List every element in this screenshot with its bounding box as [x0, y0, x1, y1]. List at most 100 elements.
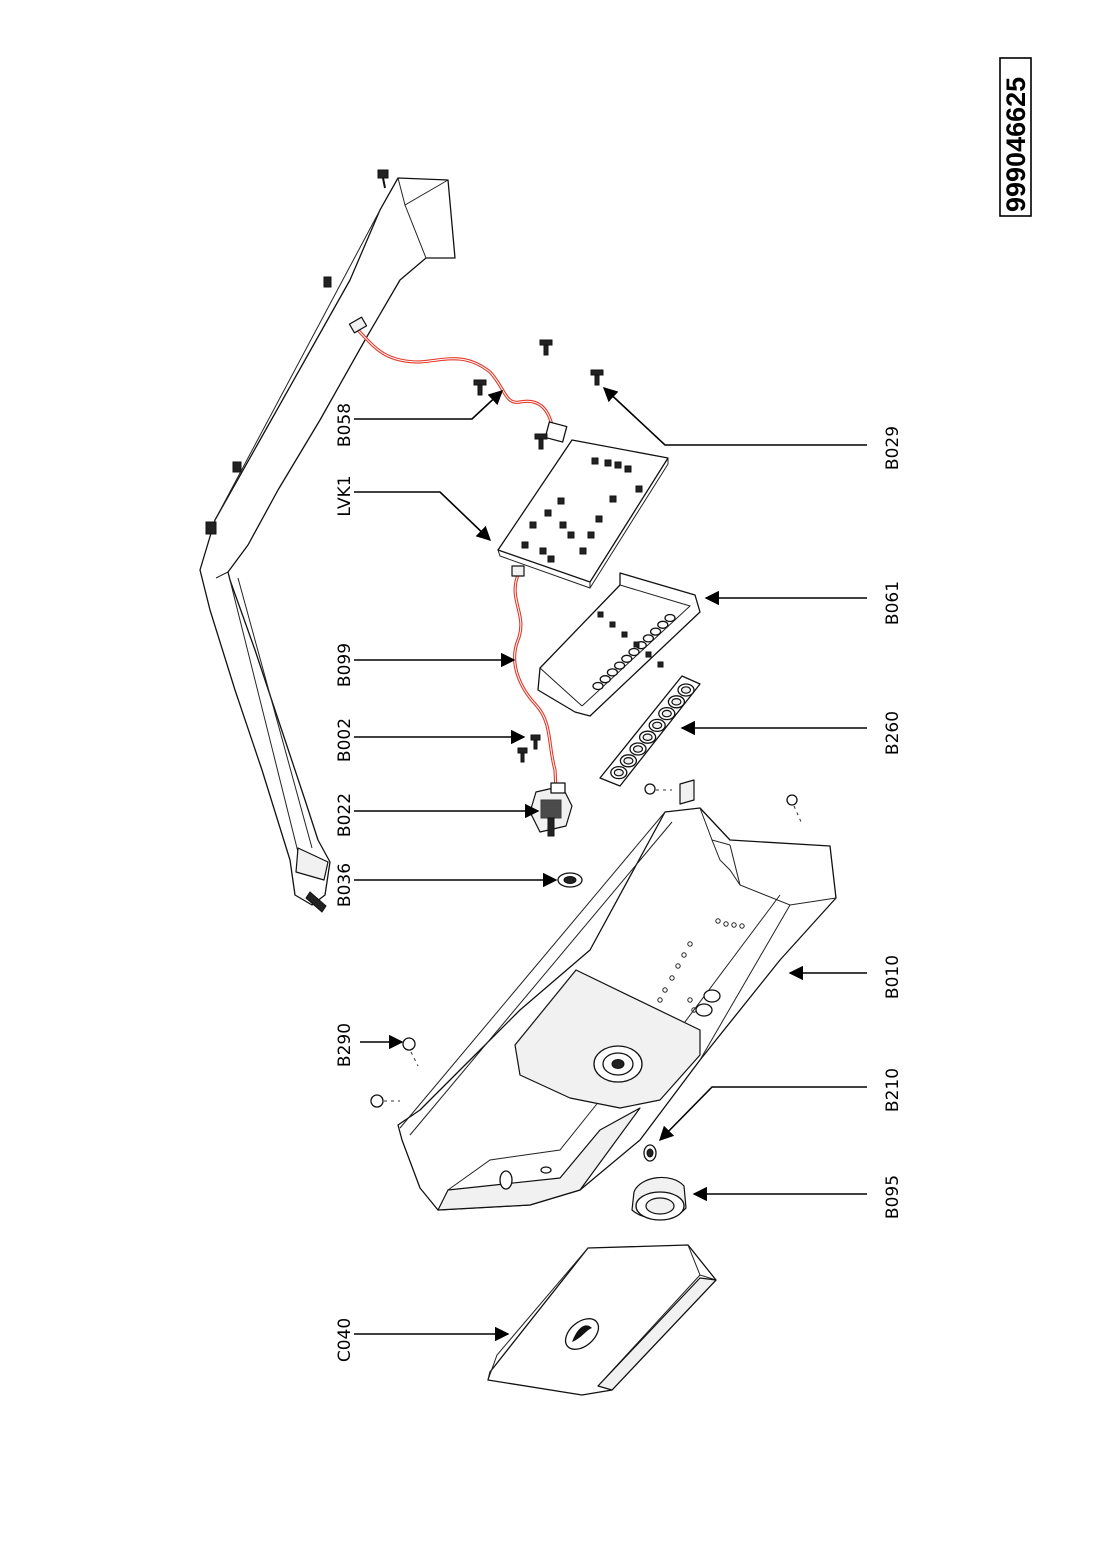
- dial-bezel: [593, 1045, 643, 1083]
- indicator-hole: [675, 963, 681, 969]
- callout-lvk1: LVK1: [335, 475, 492, 541]
- chip: [559, 521, 567, 529]
- b290-screws: [370, 794, 803, 1108]
- leader-arrow: [354, 491, 492, 541]
- callout-b061: B061: [704, 581, 903, 625]
- callout-label: B036: [335, 863, 355, 907]
- callout-label: B099: [335, 643, 355, 687]
- b010-control-panel: [397, 807, 837, 1211]
- holder-pin: [633, 641, 640, 648]
- rail-peg-1: [323, 276, 332, 288]
- callout-label: B061: [883, 581, 903, 625]
- indicator-hole: [739, 923, 745, 929]
- callout-label: B029: [883, 426, 903, 470]
- panel-button-hole: [695, 1003, 713, 1017]
- callout-labels: B058LVK1B099B002B022B036B290C040B029B061…: [335, 387, 903, 1362]
- rail-screw-top: [377, 169, 389, 189]
- strip-button-face: [671, 697, 682, 706]
- callout-b095: B095: [692, 1175, 903, 1219]
- chip: [547, 555, 555, 563]
- callout-label: B022: [335, 793, 355, 837]
- holder-pin: [609, 621, 616, 628]
- rail-peg-2: [232, 461, 242, 473]
- panel-button-hole: [703, 989, 721, 1003]
- chip: [539, 547, 547, 555]
- strip-button-face: [642, 733, 653, 742]
- callout-label: LVK1: [335, 475, 355, 516]
- b099-wire-harness: [511, 565, 558, 792]
- callout-label: B095: [883, 1175, 903, 1219]
- screw-icon: [370, 1094, 400, 1108]
- strip-button-face: [613, 768, 624, 777]
- callout-b002: B002: [335, 718, 526, 762]
- indicator-hole: [687, 941, 693, 947]
- panel-screw-right: [644, 779, 695, 805]
- chip: [595, 515, 603, 523]
- callout-label: B058: [335, 403, 355, 447]
- strip-button-face: [623, 756, 634, 765]
- holder-button: [649, 627, 662, 636]
- holder-button: [613, 661, 626, 670]
- b061-button-holder: [537, 572, 701, 717]
- callout-b260: B260: [680, 711, 903, 755]
- screw-icon: [517, 747, 528, 763]
- indicator-hole: [681, 952, 687, 958]
- screw-icon: [473, 379, 487, 396]
- holder-pin: [645, 651, 652, 658]
- callout-b022: B022: [335, 793, 540, 837]
- indicator-hole: [687, 997, 693, 1003]
- chip: [609, 495, 617, 503]
- callout-b058: B058: [335, 390, 504, 447]
- holder-button: [592, 681, 604, 691]
- chip: [567, 531, 575, 539]
- holder-button: [606, 668, 619, 677]
- callout-label: B210: [883, 1068, 903, 1112]
- rail-peg-3: [205, 521, 217, 535]
- holder-pin: [621, 631, 628, 638]
- callout-b029: B029: [602, 387, 903, 470]
- chip: [635, 485, 643, 493]
- chip: [529, 521, 537, 529]
- chip: [614, 461, 622, 469]
- lvk1-control-board: [497, 439, 669, 589]
- chip: [521, 541, 529, 549]
- b260-push-button-strip: [599, 675, 701, 787]
- holder-button: [642, 634, 655, 643]
- chip: [591, 457, 599, 465]
- panel-indicator-holes: [657, 918, 745, 1017]
- chip: [557, 497, 565, 505]
- b058-wire-harness: [348, 316, 568, 443]
- callout-b099: B099: [335, 643, 516, 687]
- top-rail-frame: [199, 169, 456, 913]
- holder-button: [599, 675, 611, 684]
- holder-button: [664, 613, 676, 623]
- strip-button-row: [610, 683, 695, 780]
- callout-label: B260: [883, 711, 903, 755]
- strip-button-face: [661, 709, 672, 718]
- callout-label: B010: [883, 955, 903, 999]
- strip-button-face: [632, 745, 644, 753]
- brand-logo-icon: [564, 1318, 600, 1350]
- holder-pin: [597, 611, 604, 618]
- holder-button: [657, 620, 669, 629]
- chip: [587, 531, 595, 539]
- b022-selector-switch: [529, 782, 573, 837]
- callout-label: B002: [335, 718, 355, 762]
- screw-icon: [534, 433, 548, 450]
- indicator-hole: [662, 987, 668, 993]
- screw-icon: [590, 369, 604, 386]
- indicator-hole: [669, 975, 675, 981]
- b002-screws: [517, 734, 541, 763]
- screw-icon: [530, 734, 541, 750]
- c040-lid-cover: [487, 1244, 717, 1396]
- callout-c040: C040: [335, 1318, 510, 1362]
- strip-button-face: [652, 721, 663, 730]
- chip: [579, 547, 587, 555]
- holder-button: [621, 654, 633, 663]
- leader-arrow: [602, 387, 867, 446]
- chip: [604, 459, 612, 467]
- screw-icon: [539, 339, 553, 356]
- board-components: [521, 457, 643, 563]
- b029-screws: [473, 339, 604, 450]
- callout-b010: B010: [788, 955, 903, 999]
